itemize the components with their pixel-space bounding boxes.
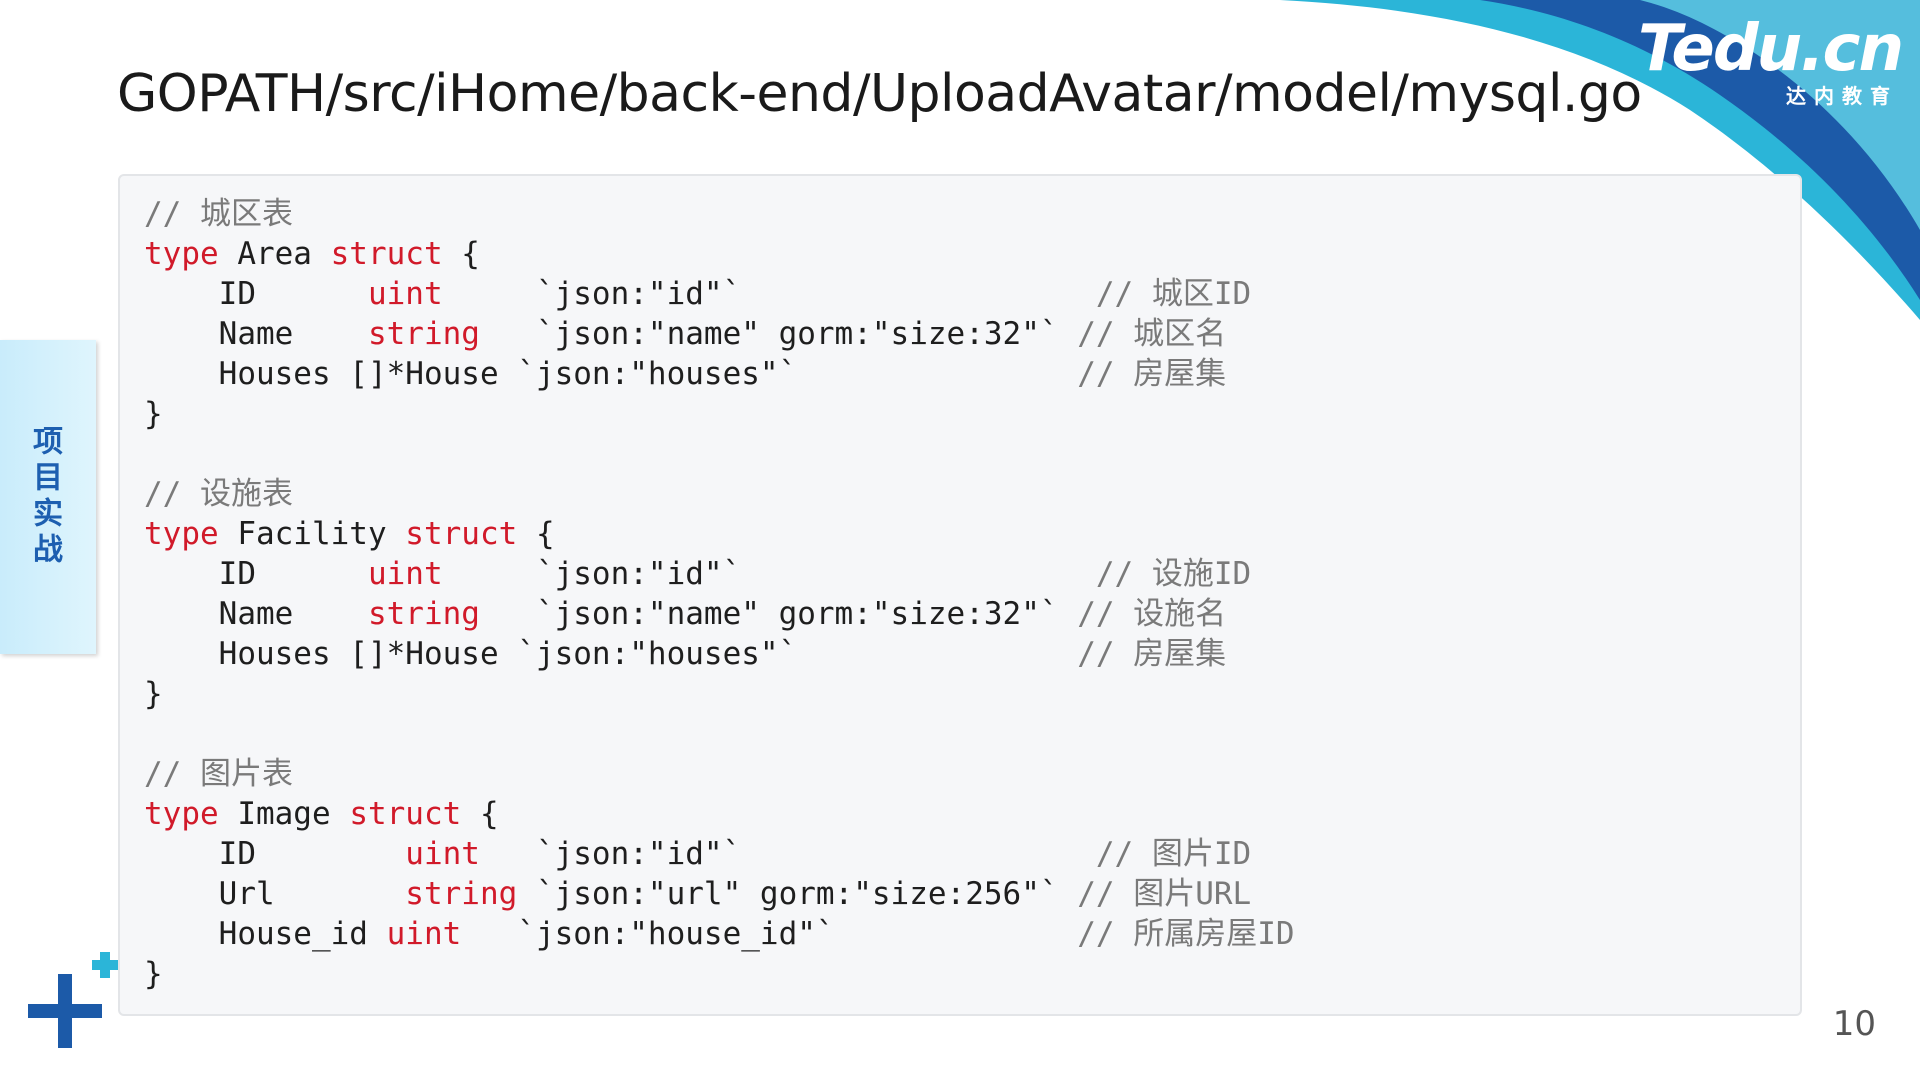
code-line: Houses []*House `json:"houses"` // 房屋集 <box>144 354 1295 394</box>
code-text: } <box>144 676 163 712</box>
code-line: // 设施表 <box>144 474 1295 514</box>
code-text: `json:"id"` <box>442 276 1096 312</box>
code-keyword: string <box>405 876 518 912</box>
side-section-tab: 项目实战 <box>0 340 96 654</box>
code-text: ID <box>144 276 368 312</box>
brand-swoosh-decoration <box>1280 0 1920 320</box>
code-line <box>144 714 1295 754</box>
code-text: Name <box>144 316 368 352</box>
code-keyword: struct <box>349 796 462 832</box>
code-keyword: type <box>144 796 219 832</box>
code-line: Houses []*House `json:"houses"` // 房屋集 <box>144 634 1295 674</box>
code-comment: // 城区表 <box>144 196 293 232</box>
code-keyword: uint <box>367 276 443 312</box>
code-keyword: uint <box>386 916 462 952</box>
code-text: } <box>144 956 163 992</box>
code-text: Area <box>218 236 331 272</box>
logo-text: Tedu.cn <box>1638 12 1904 86</box>
code-keyword: string <box>367 316 480 352</box>
code-text: { <box>517 516 555 552</box>
code-line: // 图片表 <box>144 754 1295 794</box>
code-text: Houses []*House `json:"houses"` <box>144 356 1078 392</box>
code-text: ID <box>144 836 406 872</box>
page-number: 10 <box>1832 1004 1876 1044</box>
side-tab-label: 项目实战 <box>27 425 62 569</box>
code-line: Url string `json:"url" gorm:"size:256"` … <box>144 874 1295 914</box>
code-text: } <box>144 396 163 432</box>
code-text: { <box>461 796 499 832</box>
code-keyword: string <box>367 596 480 632</box>
plus-icon <box>28 952 118 1048</box>
code-line: House_id uint `json:"house_id"` // 所属房屋I… <box>144 914 1295 954</box>
code-line: type Area struct { <box>144 234 1295 274</box>
code-line: ID uint `json:"id"` // 设施ID <box>144 554 1295 594</box>
code-line: Name string `json:"name" gorm:"size:32"`… <box>144 314 1295 354</box>
code-line: ID uint `json:"id"` // 城区ID <box>144 274 1295 314</box>
code-comment: // 房屋集 <box>1077 636 1227 672</box>
code-comment: // 城区ID <box>1095 276 1252 312</box>
code-keyword: uint <box>405 836 480 872</box>
code-line: type Facility struct { <box>144 514 1295 554</box>
tedu-logo: Tedu.cn 达内教育 <box>1638 12 1904 108</box>
code-text: Facility <box>218 516 406 552</box>
logo-subtext: 达内教育 <box>1786 84 1898 108</box>
code-keyword: type <box>144 516 219 552</box>
code-comment: // 设施ID <box>1095 556 1252 592</box>
code-comment: // 所属房屋ID <box>1077 916 1295 952</box>
code-line: type Image struct { <box>144 794 1295 834</box>
code-text: Url <box>144 876 406 912</box>
code-line: Name string `json:"name" gorm:"size:32"`… <box>144 594 1295 634</box>
code-text: ID <box>144 556 368 592</box>
code-line: } <box>144 674 1295 714</box>
code-text: Houses []*House `json:"houses"` <box>144 636 1078 672</box>
code-comment: // 房屋集 <box>1077 356 1227 392</box>
code-keyword: struct <box>330 236 443 272</box>
code-comment: // 图片URL <box>1077 876 1252 912</box>
code-line: ID uint `json:"id"` // 图片ID <box>144 834 1295 874</box>
page-title: GOPATH/src/iHome/back-end/UploadAvatar/m… <box>117 64 1642 124</box>
code-comment: // 城区名 <box>1077 316 1227 352</box>
code-text: `json:"id"` <box>479 836 1096 872</box>
code-comment: // 设施表 <box>144 476 293 512</box>
code-comment: // 图片ID <box>1095 836 1252 872</box>
code-text: Image <box>218 796 350 832</box>
code-text: Name <box>144 596 368 632</box>
code-text: `json:"name" gorm:"size:32"` <box>479 316 1078 352</box>
code-line: } <box>144 954 1295 994</box>
code-text: `json:"name" gorm:"size:32"` <box>479 596 1078 632</box>
code-keyword: uint <box>367 556 443 592</box>
code-text: `json:"id"` <box>442 556 1096 592</box>
code-line: } <box>144 394 1295 434</box>
code-line: // 城区表 <box>144 194 1295 234</box>
code-text: `json:"url" gorm:"size:256"` <box>517 876 1078 912</box>
code-text: House_id <box>144 916 387 952</box>
code-text: { <box>442 236 480 272</box>
code-keyword: type <box>144 236 219 272</box>
code-line <box>144 434 1295 474</box>
code-text: `json:"house_id"` <box>461 916 1078 952</box>
code-comment: // 图片表 <box>144 756 293 792</box>
code-comment: // 设施名 <box>1077 596 1227 632</box>
code-keyword: struct <box>405 516 518 552</box>
